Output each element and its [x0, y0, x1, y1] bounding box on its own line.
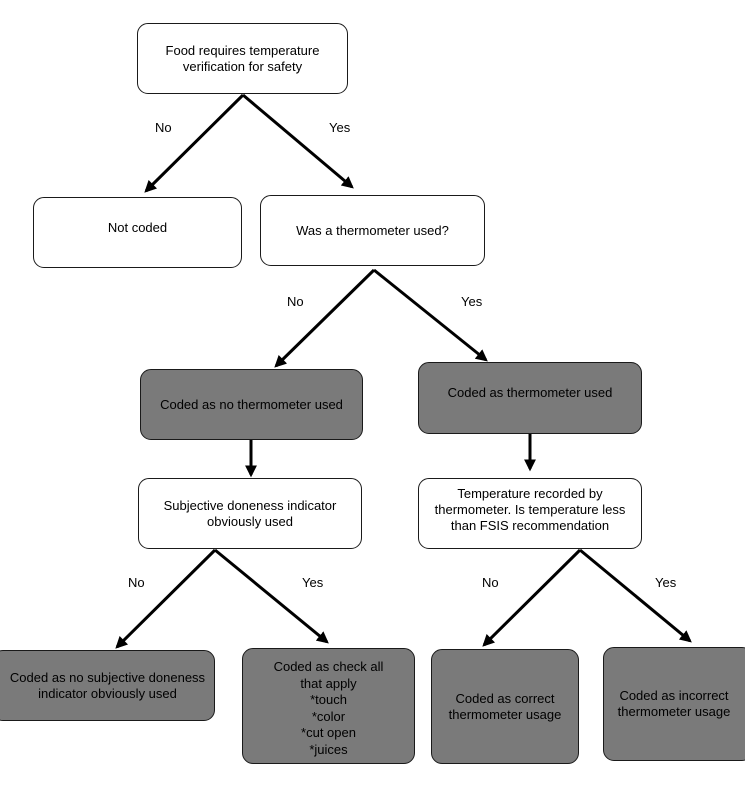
- node-correct-usage: Coded as correct thermometer usage: [431, 649, 579, 764]
- edge-subj-yes: [214, 548, 329, 644]
- edge-temp-yes: [579, 548, 692, 643]
- edge-label-subj-yes: Yes: [302, 575, 324, 590]
- node-root: Food requires temperature verification f…: [137, 23, 348, 94]
- node-subjective-question: Subjective doneness indicator obviously …: [138, 478, 362, 549]
- edge-label-temp-yes: Yes: [655, 575, 677, 590]
- node-thermometer-question: Was a thermometer used?: [260, 195, 485, 266]
- edge-thermo-no: [274, 268, 376, 368]
- node-temperature-question: Temperature recorded by thermometer. Is …: [418, 478, 642, 549]
- node-no-thermometer: Coded as no thermometer used: [140, 369, 363, 440]
- node-not-coded: Not coded: [33, 197, 242, 268]
- edge-label-root-no: No: [155, 120, 172, 135]
- edge-subj-no: [115, 548, 217, 649]
- edge-label-temp-no: No: [482, 575, 499, 590]
- edge-label-root-yes: Yes: [329, 120, 351, 135]
- edge-root-yes: [242, 93, 354, 189]
- edge-label-subj-no: No: [128, 575, 145, 590]
- node-incorrect-usage: Coded as incorrect thermometer usage: [603, 647, 745, 761]
- edge-label-thermo-no: No: [287, 294, 304, 309]
- node-check-all: Coded as check all that apply *touch *co…: [242, 648, 415, 764]
- node-no-subjective: Coded as no subjective doneness indicato…: [0, 650, 215, 721]
- edge-temp-no: [482, 548, 582, 647]
- edge-thermo-yes: [373, 268, 488, 362]
- edge-root-no: [144, 93, 245, 193]
- node-thermometer-used: Coded as thermometer used: [418, 362, 642, 434]
- edge-label-thermo-yes: Yes: [461, 294, 483, 309]
